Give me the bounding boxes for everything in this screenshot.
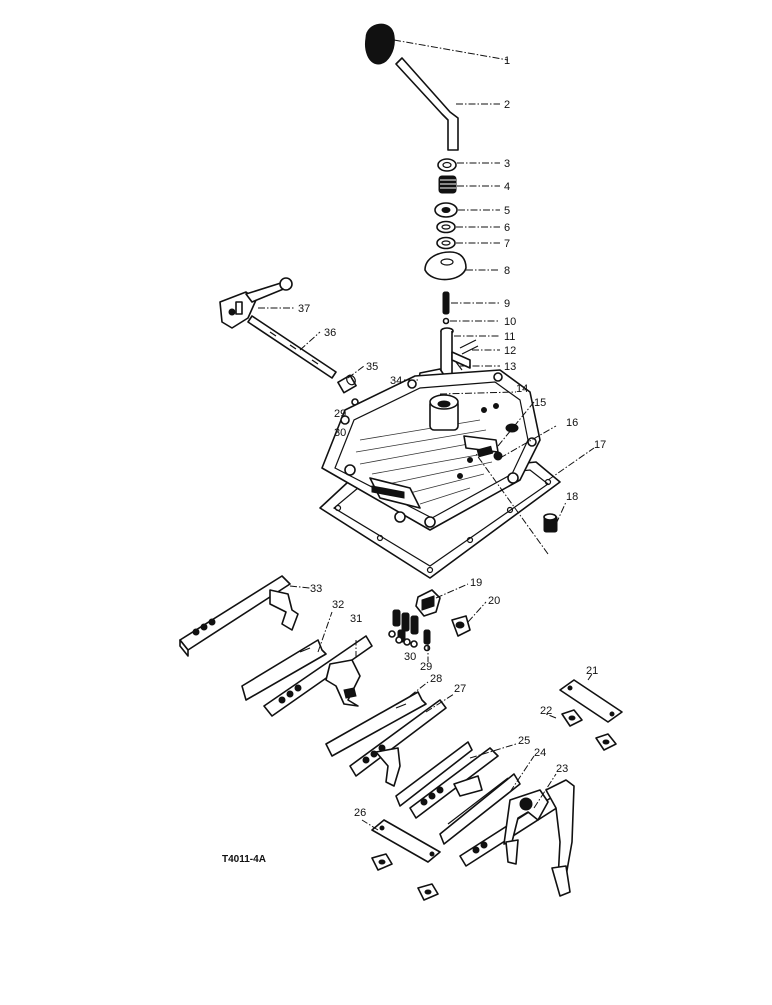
callout-6: 6	[504, 222, 510, 234]
callout-35: 35	[366, 361, 378, 373]
callout-29-c: 29	[420, 661, 432, 673]
shifter-rail-28	[325, 691, 427, 757]
callout-labels: 1 2 3 4 5 6 7 8 9 10 11 12 13 14 15 16 1…	[298, 55, 606, 819]
callout-19: 19	[470, 577, 482, 589]
callout-4: 4	[504, 181, 510, 193]
detent-plug	[543, 513, 558, 533]
callout-22: 22	[540, 705, 552, 717]
cover-bolt	[476, 445, 503, 461]
callout-26: 26	[354, 807, 366, 819]
lever-retainer	[455, 361, 463, 371]
callout-8: 8	[504, 265, 510, 277]
callout-13: 13	[504, 361, 516, 373]
lever-cup-washer	[434, 202, 458, 218]
callout-21: 21	[586, 665, 598, 677]
callout-33: 33	[310, 583, 322, 595]
lever-key	[459, 339, 479, 355]
callout-3: 3	[504, 158, 510, 170]
set-screw	[451, 615, 471, 637]
lever-pin	[442, 291, 450, 315]
bracket-block	[415, 589, 441, 617]
callout-30-a: 30	[334, 427, 346, 439]
callout-29-a: 29	[334, 408, 346, 420]
lever-ball	[442, 317, 450, 325]
hand-control-rod	[247, 315, 337, 379]
callout-24: 24	[534, 747, 546, 759]
shifter-rail-31	[263, 635, 373, 717]
shifter-rail-25	[395, 741, 499, 819]
callout-17: 17	[594, 439, 606, 451]
interlock-plate	[439, 773, 521, 845]
rod-bushing	[337, 374, 357, 394]
reverse-fork-rail	[459, 779, 575, 897]
callout-5: 5	[504, 205, 510, 217]
callout-14: 14	[516, 383, 528, 395]
shifter-rail-32	[241, 639, 327, 701]
lever-spring	[438, 175, 457, 194]
callout-32: 32	[332, 599, 344, 611]
callout-16: 16	[566, 417, 578, 429]
callout-15: 15	[534, 397, 546, 409]
callout-20: 20	[488, 595, 500, 607]
callout-37: 37	[298, 303, 310, 315]
callout-10: 10	[504, 316, 516, 328]
callout-30-c: 30	[404, 651, 416, 663]
callout-27: 27	[454, 683, 466, 695]
spring-ball-cluster	[388, 609, 431, 652]
guide-block-right	[561, 709, 617, 751]
hand-control-lever	[219, 277, 293, 329]
callout-11: 11	[504, 331, 515, 343]
callout-12: 12	[504, 345, 516, 357]
guide-plate-right	[559, 679, 623, 723]
callout-7: 7	[504, 238, 510, 250]
callout-31: 31	[350, 613, 362, 625]
callout-36: 36	[324, 327, 336, 339]
guide-plate-left	[371, 819, 441, 863]
lever-washer-upper	[437, 158, 457, 172]
leader-lines	[258, 39, 595, 831]
callout-1: 1	[504, 55, 510, 67]
lever-ring-a	[436, 220, 456, 234]
lever-dome-cover	[424, 251, 467, 281]
figure-code: T4011-4A	[222, 854, 266, 865]
shifter-rail-33	[179, 575, 299, 657]
callout-25: 25	[518, 735, 530, 747]
callout-18: 18	[566, 491, 578, 503]
shifter-rail-27	[349, 699, 447, 787]
shift-lever	[395, 57, 459, 151]
guide-block-left	[371, 853, 439, 901]
callout-28: 28	[430, 673, 442, 685]
callout-9: 9	[504, 298, 510, 310]
callout-23: 23	[556, 763, 568, 775]
lever-ring-b	[436, 236, 456, 250]
cover-plug	[505, 423, 519, 433]
callout-34: 34	[390, 375, 402, 387]
gear-shift-knob	[365, 23, 395, 65]
callout-2: 2	[504, 99, 510, 111]
